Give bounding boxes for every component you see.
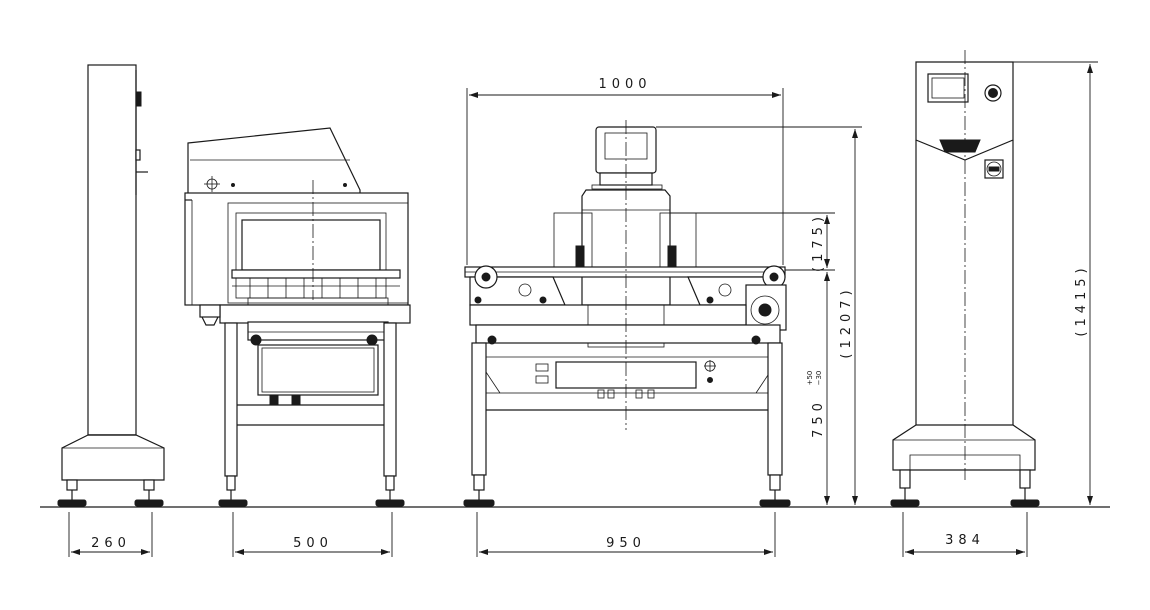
end-view bbox=[184, 127, 411, 507]
dimension-175: (175) bbox=[670, 212, 835, 272]
dim-pillar-base-width: 384 bbox=[945, 533, 985, 548]
dim-table-height: 750 bbox=[811, 398, 826, 438]
dim-overall-width: 1000 bbox=[598, 77, 651, 92]
dimension-1000: 1000 bbox=[466, 77, 784, 265]
dimension-750: 750 +50 −30 bbox=[806, 272, 830, 505]
dimension-1207: (1207) bbox=[656, 126, 862, 505]
dimension-1415: (1415) bbox=[1013, 61, 1098, 505]
dim-table-height-tol-minus: −30 bbox=[815, 371, 823, 386]
dimension-950: 950 bbox=[476, 512, 776, 557]
dim-total-height: (1415) bbox=[1074, 263, 1089, 336]
dimension-500: 500 bbox=[232, 512, 393, 557]
dim-front-leg-span: 950 bbox=[606, 536, 646, 551]
side-pillar-view bbox=[57, 64, 165, 507]
pillar-view bbox=[890, 50, 1040, 507]
dim-height-to-belt: (1207) bbox=[839, 285, 854, 358]
dimension-260: 260 bbox=[68, 512, 153, 557]
dim-table-height-tol-plus: +50 bbox=[806, 371, 814, 386]
dimension-384: 384 bbox=[902, 512, 1028, 557]
dim-end-leg-span: 500 bbox=[293, 536, 333, 551]
front-view bbox=[463, 120, 791, 507]
dim-detector-height: (175) bbox=[811, 212, 826, 272]
dim-side-base-width: 260 bbox=[91, 536, 131, 551]
